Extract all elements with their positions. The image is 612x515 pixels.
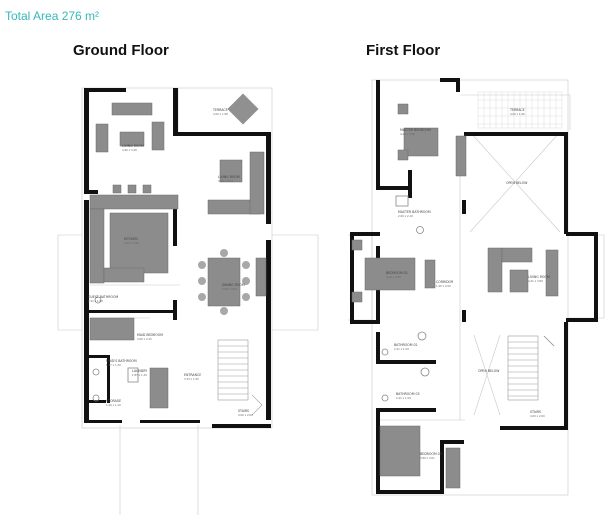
room-dimension: 3.60 x 3.01 xyxy=(420,456,435,460)
room-label: GUEST BATHROOM xyxy=(88,295,118,299)
room-label: CORRIDOR xyxy=(436,280,454,284)
room-label: LAUNDRY xyxy=(132,369,147,373)
room-label: BEDROOM 03 xyxy=(420,452,442,456)
room-dimension: 4.00 x 1.90 xyxy=(510,112,525,116)
room-dimension: 4.40 x 3.48 xyxy=(124,241,139,245)
room-label: OPEN BELOW xyxy=(506,181,528,185)
ground-floor-title: Ground Floor xyxy=(73,42,169,59)
room-label: MASTER BEDROOM xyxy=(400,128,431,132)
room-label: BATHROOM 03 xyxy=(396,392,420,396)
room-dimension: 4.00 x 2.00 xyxy=(238,413,253,417)
room-label: STAIRS xyxy=(238,409,249,413)
room-label: LIVING ROOM xyxy=(528,275,550,279)
room-label: OPEN BELOW xyxy=(478,369,500,373)
room-dimension: 3.60 x 2.25 xyxy=(137,337,152,341)
room-label: TERRACE xyxy=(509,108,525,112)
room-dimension: 1.00 x 1.10 xyxy=(106,403,121,407)
room-label: TERRACE xyxy=(212,108,228,112)
room-dimension: 1.87 x 1.30 xyxy=(132,373,147,377)
room-dimension: 2.21 x 1.59 xyxy=(396,396,411,400)
room-dimension: 4.41 x 3.89 xyxy=(528,279,543,283)
room-label: LIVING ROOM xyxy=(218,175,240,179)
first-floor-title: First Floor xyxy=(366,42,441,59)
room-label: STAIRS xyxy=(530,410,541,414)
room-dimension: 1.46 x 4.50 xyxy=(436,284,451,288)
room-dimension: 4.00 x 2.00 xyxy=(530,414,545,418)
room-dimension: 4.00 x 1.98 xyxy=(213,112,228,116)
room-label: KITCHEN xyxy=(124,237,138,241)
room-label: BATHROOM 02 xyxy=(394,343,418,347)
room-dimension: 4.43 x 3.56 xyxy=(400,132,415,136)
room-dimension: 3.99 x 3.84 xyxy=(218,179,233,183)
room-dimension: 2.21 x 1.59 xyxy=(394,347,409,351)
room-label: BEDROOM 02 xyxy=(386,271,408,275)
room-dimension: 1.77 x 1.30 xyxy=(106,363,121,367)
room-label: DINING ROOM xyxy=(222,283,245,287)
room-label: MAID BEDROOM xyxy=(137,333,163,337)
total-area: Total Area 276 m² xyxy=(5,9,100,23)
room-dimension: 2.21 x 1.59 xyxy=(88,299,103,303)
first-floor-plan: MASTER BEDROOM 4.43 x 3.56 TERRACE 4.00 … xyxy=(348,78,605,496)
room-label: MAID'S BATHROOM xyxy=(106,359,137,363)
room-dimension: 3.89 x 3.64 xyxy=(222,287,237,291)
room-label: MASTER BATHROOM xyxy=(398,210,431,214)
room-dimension: 2.60 x 2.10 xyxy=(398,214,413,218)
room-label: ENTRANCE xyxy=(184,373,201,377)
room-dimension: 4.46 x 3.48 xyxy=(122,148,137,152)
room-label: LIVING ROOM xyxy=(122,144,144,148)
room-dimension: 4.40 x 3.48 xyxy=(386,275,401,279)
room-label: STORAGE xyxy=(106,399,121,403)
ground-floor-plan: TERRACE 4.00 x 1.98 LIVING ROOM 4.46 x 3… xyxy=(57,87,319,515)
room-dimension: 3.33 x 1.95 xyxy=(184,377,199,381)
